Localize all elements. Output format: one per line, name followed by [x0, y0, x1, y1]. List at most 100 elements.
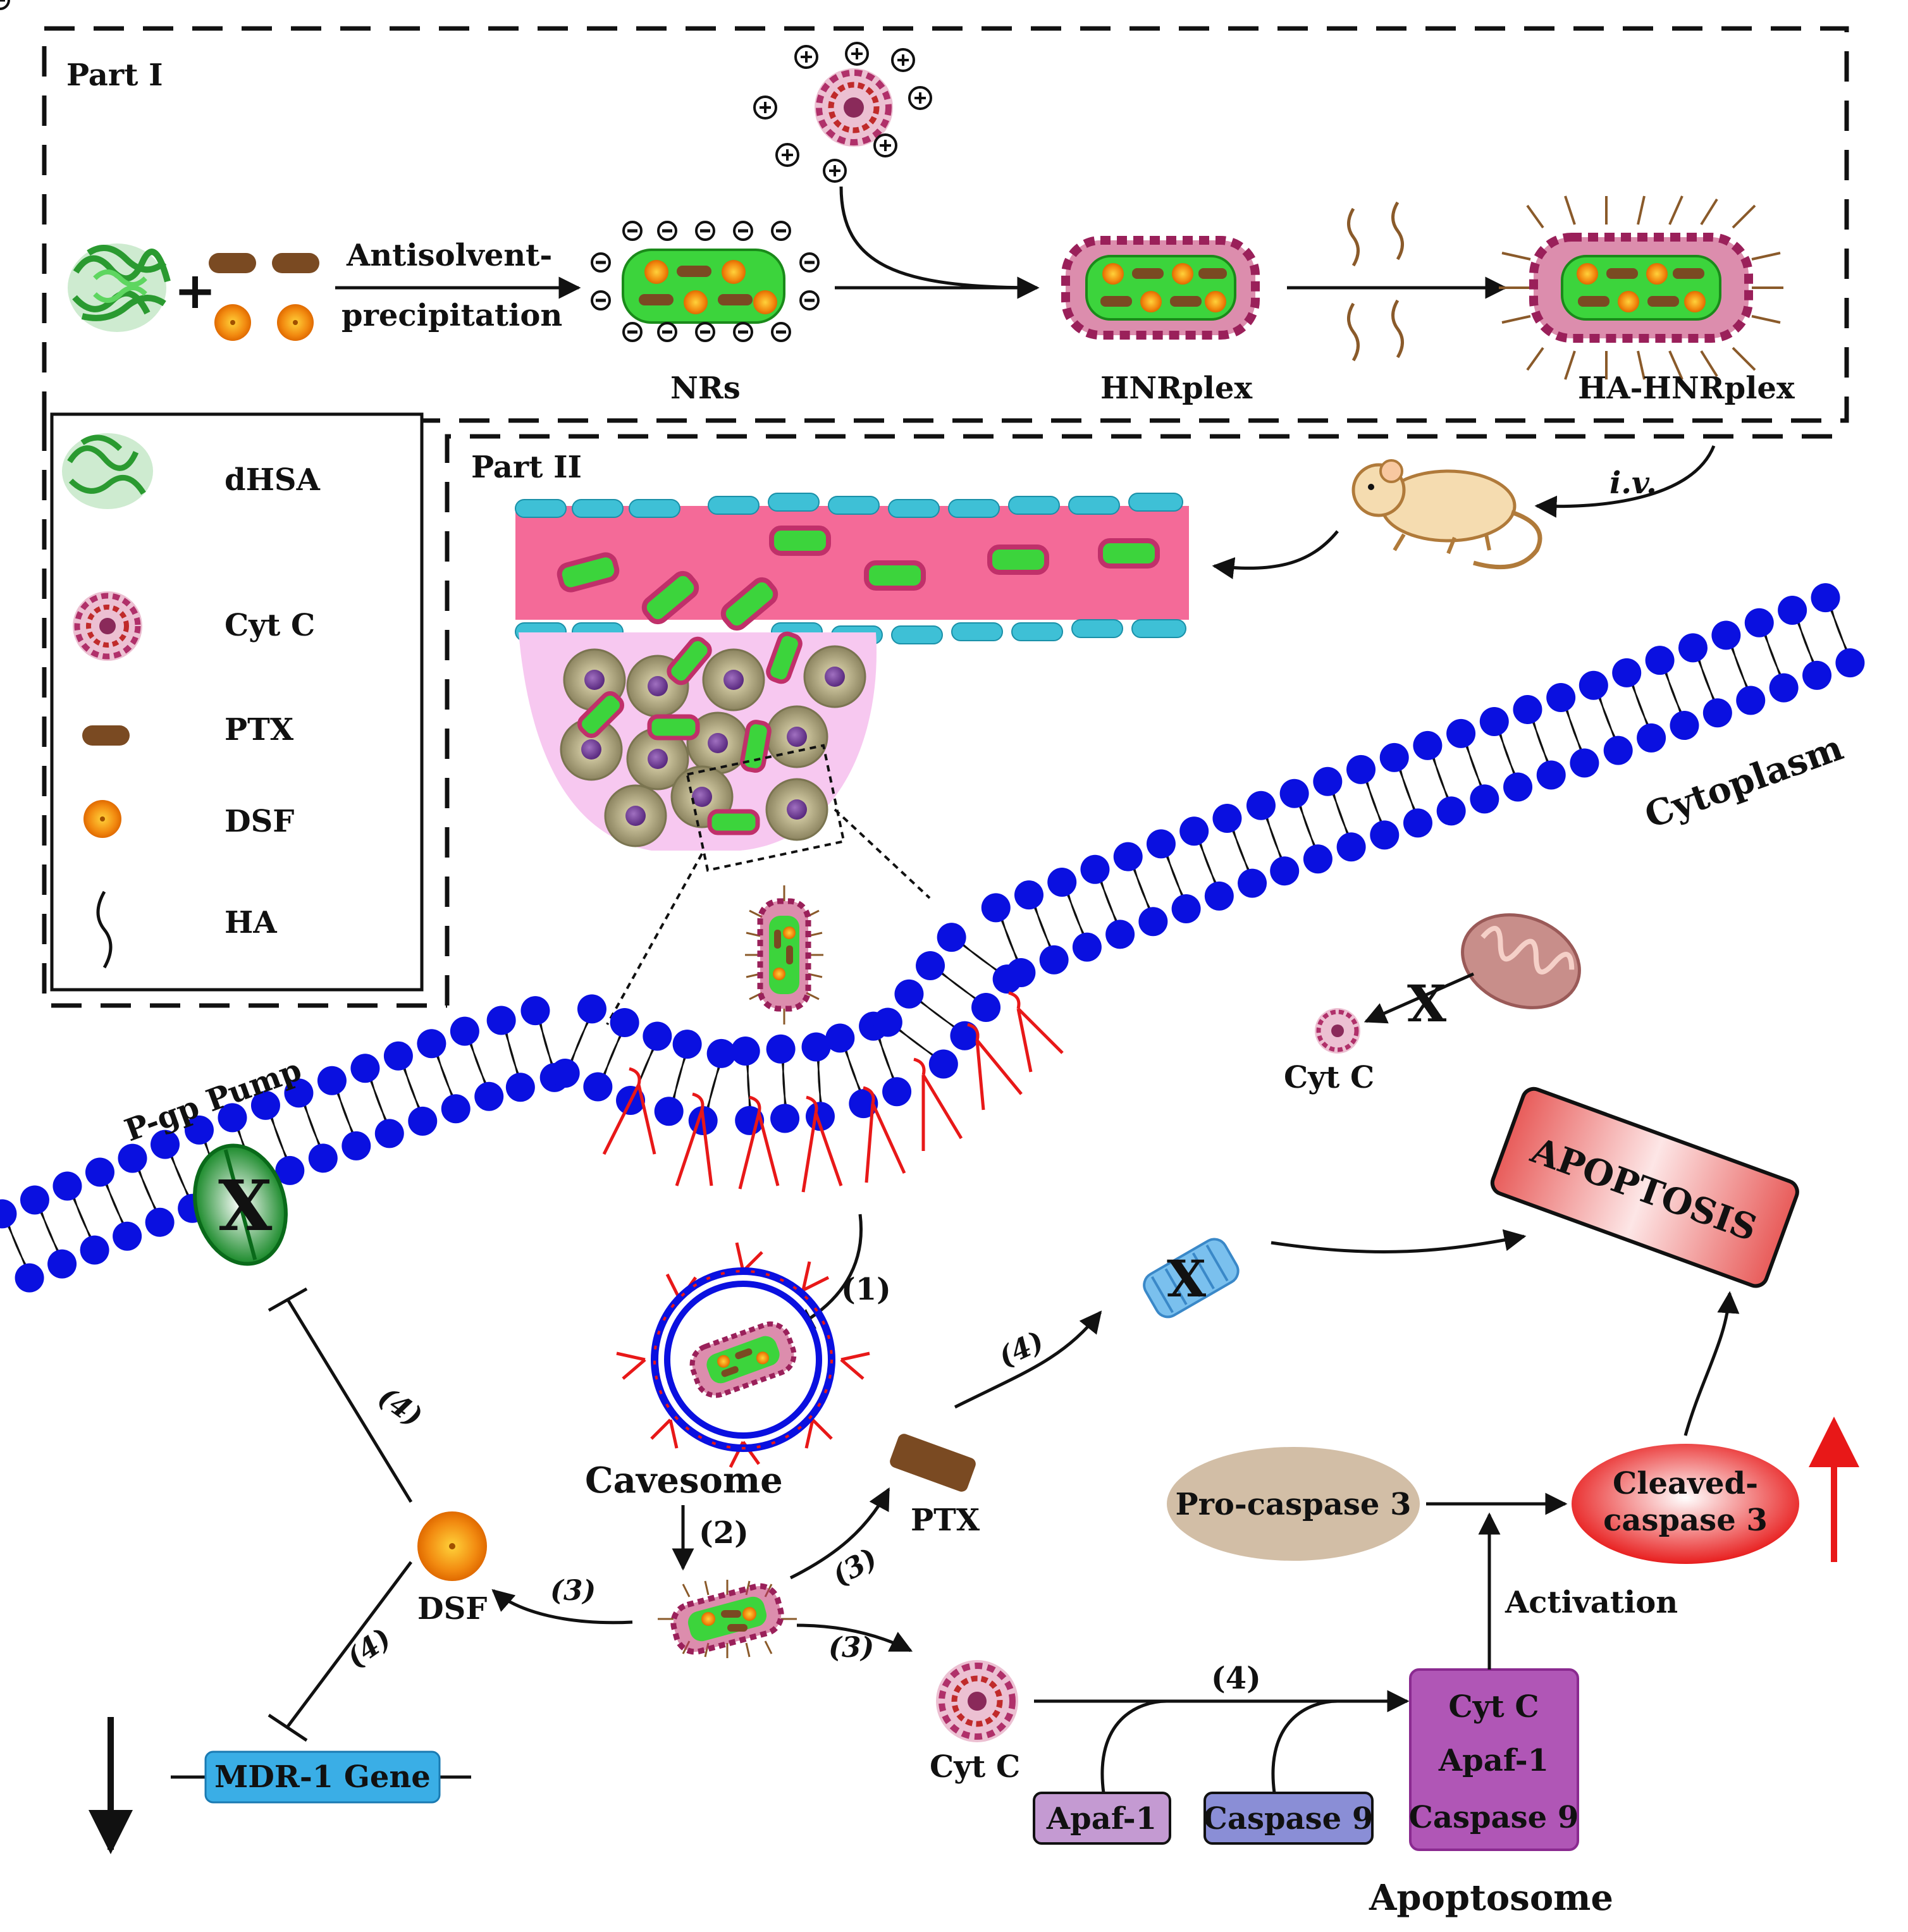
lipid-head-outer: [873, 1007, 902, 1037]
lipid-head-outer: [1379, 742, 1409, 772]
hnrplex-particle: [1061, 236, 1260, 340]
lipid-head-inner: [145, 1207, 175, 1237]
legend-label-dsf: DSF: [225, 804, 294, 839]
label-mdr: MDR-1 Gene: [214, 1759, 431, 1795]
lipid-head-outer: [250, 1090, 280, 1120]
blood-vessel: [515, 506, 1189, 620]
endothelial-cells-top: [515, 493, 1183, 518]
ha-hnrplex-approaching: [745, 885, 823, 1024]
lipid-head-outer: [1546, 683, 1576, 713]
procaspase3-ellipse: [1167, 1447, 1420, 1561]
arrow-step-4-ptx: [954, 1310, 1102, 1409]
step-2-label: (2): [699, 1515, 749, 1551]
lipid-head-outer: [1744, 608, 1774, 637]
lipid-head-inner: [1138, 907, 1168, 937]
dsf-sphere: [417, 1511, 487, 1581]
label-cytc-top: Cyt C: [1284, 1060, 1374, 1095]
lipid-head-outer: [1513, 694, 1542, 724]
lipid-head-inner: [1370, 820, 1400, 850]
arrow-cleaved-to-apoptosis: [1683, 1291, 1740, 1436]
zoom-region: [686, 744, 846, 872]
lipid-head-inner: [1006, 957, 1036, 987]
mdr-gene-box: [204, 1750, 441, 1804]
arrow-step-3-ptx: [789, 1487, 890, 1580]
legend-label-dhsa: dHSA: [225, 462, 321, 498]
svg-text:X: X: [218, 1165, 273, 1246]
arrow-tubulin-to-apoptosis: [1271, 1229, 1527, 1253]
lipid-head-outer: [1047, 867, 1077, 897]
lipid-head-outer: [1711, 620, 1741, 650]
arrow-step-3-dsf: [491, 1589, 633, 1625]
microtubule-icon: [1143, 1238, 1240, 1319]
part2-title: Part II: [471, 450, 582, 485]
cleaved-caspase3-ellipse: [1572, 1444, 1799, 1564]
caveolin-receptors: [602, 991, 1064, 1193]
lipid-head-inner: [1802, 660, 1832, 690]
lipid-head-outer: [1778, 595, 1807, 625]
lipid-head-outer: [706, 1038, 736, 1068]
label-cytc-bottom: Cyt C: [930, 1749, 1020, 1785]
lipid-head-outer: [1179, 816, 1209, 846]
lipid-head-outer: [1612, 658, 1642, 687]
arrow-step-1: [791, 1214, 863, 1330]
legend-label-ha: HA: [225, 905, 277, 940]
lipid-head-inner: [550, 1058, 580, 1088]
step-4c-label: (4): [341, 1622, 397, 1675]
lipid-head-outer: [981, 893, 1011, 923]
plus-sign: +: [174, 261, 216, 320]
lipid-head-outer: [916, 951, 945, 980]
lipid-head-outer: [1645, 646, 1675, 675]
lipid-head-inner: [1204, 881, 1234, 911]
join-casp9: [1271, 1699, 1338, 1794]
step-4b-label: (4): [372, 1381, 428, 1433]
lipid-head-outer: [317, 1066, 347, 1095]
label-nrs: NRs: [670, 371, 741, 406]
step-4d-label: (4): [1211, 1661, 1261, 1696]
lipid-head-outer: [1313, 766, 1343, 796]
lipid-head-outer: [766, 1034, 796, 1064]
lipid-head-inner: [275, 1155, 305, 1185]
lipid-head-inner: [1039, 945, 1069, 975]
label-cytoplasm: Cytoplasm: [1639, 727, 1849, 837]
arrow-mouse-to-vessel: [1212, 530, 1339, 579]
lipid-head-inner: [80, 1235, 109, 1265]
label-cavesome: Cavesome: [585, 1460, 783, 1501]
lipid-head-inner: [342, 1131, 371, 1160]
part2-frame: [445, 434, 1847, 1006]
lipid-head-inner: [1105, 920, 1135, 949]
lipid-head-inner: [1470, 784, 1499, 814]
lipid-head-outer: [218, 1103, 247, 1133]
upregulation-arrow: [1809, 1417, 1859, 1562]
negative-charges: [0, 0, 10, 10]
lipid-head-inner: [1835, 648, 1865, 678]
legend-label-ptx: PTX: [225, 712, 294, 748]
step-label-precipitation: precipitation: [342, 298, 562, 333]
cytc-top-icon: [1315, 1008, 1360, 1054]
legend-box: [50, 412, 424, 992]
cytc-released-icon: [936, 1660, 1018, 1742]
lipid-head-outer: [1279, 778, 1309, 808]
lipid-head-inner: [474, 1081, 504, 1111]
blocked-release-arrow: [1363, 972, 1475, 1024]
lipid-head-outer: [825, 1023, 855, 1053]
lipid-head-inner: [15, 1263, 44, 1293]
lipid-head-inner: [1171, 894, 1201, 924]
join-apaf: [1100, 1699, 1167, 1794]
label-cleaved-2: caspase 3: [1603, 1503, 1768, 1538]
label-caspase9: Caspase 9: [1203, 1801, 1374, 1837]
lipid-head-inner: [1570, 748, 1599, 778]
complex-cytc: Cyt C: [1448, 1689, 1539, 1725]
lipid-head-inner: [928, 1049, 958, 1079]
positive-charge-ring: [753, 42, 932, 183]
step-label-antisolvent: Antisolvent-: [346, 238, 552, 273]
nanorod-nrs: [622, 249, 785, 324]
lipid-head-outer: [383, 1041, 413, 1071]
legend-frame-outline: [42, 421, 447, 1008]
inhibit-mdr-bar: [268, 1713, 308, 1742]
label-dsf: DSF: [417, 1591, 487, 1627]
lipid-head-inner: [1238, 868, 1267, 898]
lipid-head-inner: [971, 992, 1001, 1022]
lipid-head-inner: [1270, 856, 1300, 886]
inhibit-pgp-bar: [268, 1287, 308, 1312]
